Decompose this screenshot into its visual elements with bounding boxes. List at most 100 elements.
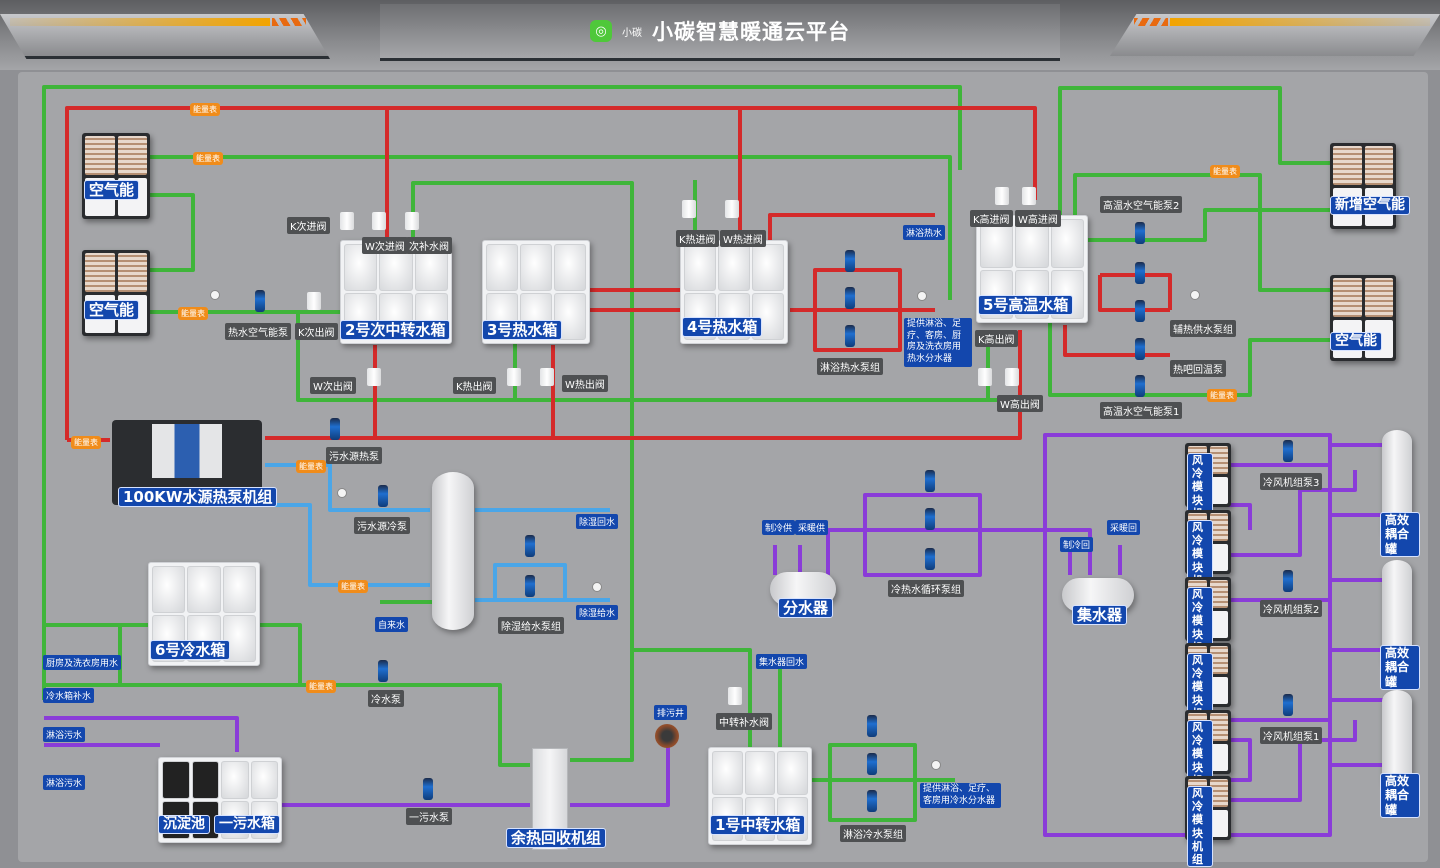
pipe-green-coldpump [300,683,530,767]
pipe-green-right2 [1085,208,1330,242]
label-k-sub-in: K次进阀 [287,217,330,234]
label-fan-pump-1: 冷风机组泵1 [1260,727,1323,744]
pump-icon[interactable] [925,548,935,570]
pipe-green-bathcold [800,743,955,822]
energy-meter[interactable]: 能量表 [338,580,368,593]
pipe-purple-sewage [44,716,670,807]
label-cold-tank-makeup: 冷水箱补水 [43,688,95,703]
label-bath-sewage-1: 淋浴污水 [43,727,86,742]
label-high-temp-pump-2: 高温水空气能泵2 [1100,196,1183,213]
waste-heat-unit-label: 余热回收机组 [506,828,607,848]
label-cooling-return: 制冷回 [1060,537,1094,552]
label-chw-circ-group: 冷热水循环泵组 [888,580,964,597]
energy-meter[interactable]: 能量表 [296,460,326,473]
page-title: 小碳智慧暖通云平台 [652,20,850,44]
logo-text: 小碳 [622,27,642,39]
label-sub-makeup: 次补水阀 [406,237,452,254]
label-w-high-out: W高出阀 [997,395,1043,412]
valve-w-sub-in[interactable] [372,212,386,230]
header-stripes-right [1134,18,1168,26]
header-accent-right [1170,18,1430,26]
new-air-energy-label: 新增空气能 [1330,196,1410,215]
pressure-gauge-icon [337,488,347,498]
label-tap-makeup: 集水器回水 [756,654,808,669]
pump-icon[interactable] [423,778,433,800]
valve-w-hot-out[interactable] [540,368,554,386]
valve-k-high-in[interactable] [995,187,1009,205]
label-k-high-in: K高进阀 [970,210,1013,227]
pump-icon[interactable] [845,325,855,347]
valve-w-sub-out[interactable] [367,368,381,386]
valve-k-hot-in[interactable] [682,200,696,218]
label-sewage-pump-1: 一污水泵 [406,808,452,825]
buffer-vessel[interactable] [432,472,474,630]
pump-icon[interactable] [330,418,340,440]
label-w-sub-out: W次出阀 [310,377,356,394]
pump-icon[interactable] [867,715,877,737]
header-bar: ◎ 小碳 小碳智慧暖通云平台 [0,0,1440,70]
pump-icon[interactable] [525,575,535,597]
pipe-purple-dist [773,493,1122,577]
pump-icon[interactable] [1283,570,1293,592]
pump-icon[interactable] [1135,375,1145,397]
energy-meter[interactable]: 能量表 [1210,165,1240,178]
pressure-gauge-icon [917,291,927,301]
energy-meter[interactable]: 能量表 [71,436,101,449]
valve-k-hot-out[interactable] [507,368,521,386]
pump-icon[interactable] [867,753,877,775]
pipe-green-right [1058,86,1330,215]
label-bath-water: 淋浴热水 [903,225,946,240]
pump-icon[interactable] [378,485,388,507]
pump-icon[interactable] [1135,262,1145,284]
label-hot-return-pump: 热吧回温泵 [1170,360,1226,377]
pump-icon[interactable] [255,290,265,312]
sewage-tank-1-label: 一污水箱 [214,815,280,834]
valve-k-sub-out[interactable] [307,292,321,310]
pump-icon[interactable] [525,535,535,557]
label-bath-sewage-2: 淋浴污水 [43,775,86,790]
pump-icon[interactable] [1135,300,1145,322]
label-k-high-out: K高出阀 [975,330,1018,347]
energy-meter[interactable]: 能量表 [1207,389,1237,402]
pump-icon[interactable] [867,790,877,812]
valve-transfer-makeup[interactable] [728,687,742,705]
label-dehumid-return: 除湿回水 [576,514,619,529]
pipe-green-sub [411,181,634,762]
label-drain-well: 排污井 [654,705,688,720]
pipe-blue-dehumid [475,508,610,602]
label-hot-distributor-note: 提供淋浴、足疗、客房、厨房及洗衣房用热水分水器 [904,318,972,367]
valve-w-high-out[interactable] [1005,368,1019,386]
valve-k-high-out[interactable] [978,368,992,386]
header-accent-left [10,18,270,26]
valve-w-high-in[interactable] [1022,187,1036,205]
energy-meter[interactable]: 能量表 [306,680,336,693]
pump-icon[interactable] [1135,222,1145,244]
energy-meter[interactable]: 能量表 [193,152,223,165]
energy-meter[interactable]: 能量表 [190,103,220,116]
pump-icon[interactable] [1135,338,1145,360]
tank-3-label: 3号热水箱 [482,320,563,340]
pressure-gauge-icon [1190,290,1200,300]
pipe-red-t3t4 [585,288,685,312]
label-fan-pump-2: 冷风机组泵2 [1260,600,1323,617]
label-bath-hot-pump-group: 淋浴热水泵组 [817,358,883,375]
energy-meter[interactable]: 能量表 [178,307,208,320]
air-cooled-module-6-label: 风冷模块机组 [1187,786,1213,868]
valve-sub-makeup[interactable] [405,212,419,230]
new-air-energy-unit[interactable] [1330,143,1396,229]
valve-w-hot-in[interactable] [725,200,739,218]
header-stripes-left [272,18,306,26]
pump-icon[interactable] [1283,694,1293,716]
air-energy-unit-1[interactable] [82,133,150,219]
pump-icon[interactable] [925,508,935,530]
pump-icon[interactable] [845,287,855,309]
pump-icon[interactable] [1283,440,1293,462]
label-bath-cold-pump-group: 淋浴冷水泵组 [840,825,906,842]
valve-k-sub-in[interactable] [340,212,354,230]
pump-icon[interactable] [925,470,935,492]
distributor-label: 分水器 [778,598,834,618]
pump-icon[interactable] [378,660,388,682]
pump-icon[interactable] [845,250,855,272]
air-energy-unit-2[interactable] [82,250,150,336]
pipe-green-ahp-link [150,193,195,272]
